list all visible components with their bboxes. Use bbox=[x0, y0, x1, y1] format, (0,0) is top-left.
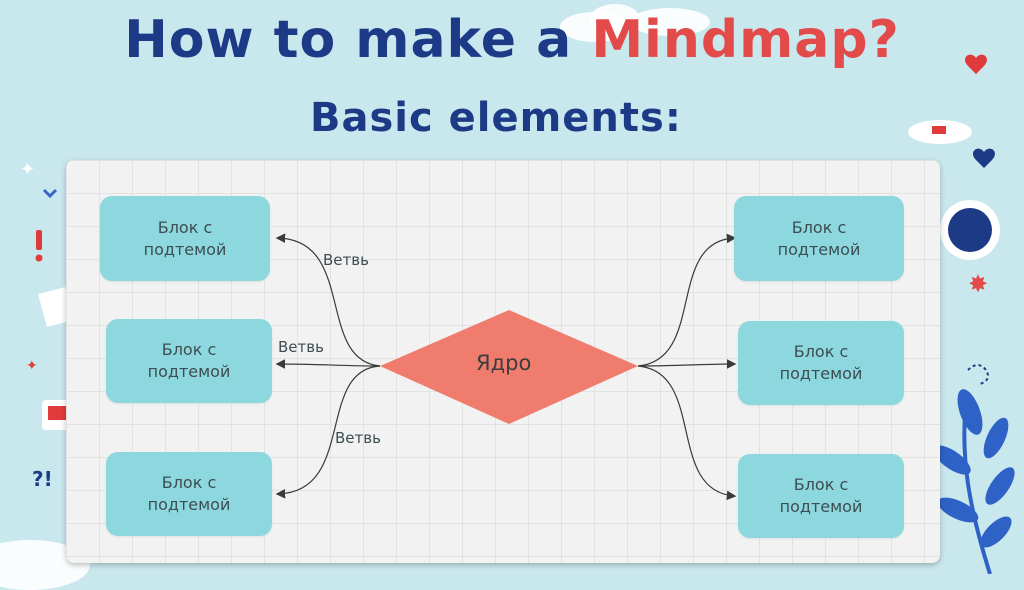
subtopic-block-right-bottom: Блок с подтемой bbox=[738, 454, 904, 538]
svg-text:?!: ?! bbox=[32, 467, 53, 491]
left-stickers-decoration: ✦ ✦ ?! bbox=[0, 150, 70, 550]
subtopic-block-left-middle: Блок с подтемой bbox=[106, 319, 272, 403]
mindmap-board: Ядро Ветвь Ветвь Ветвь Блок с подтемой Б… bbox=[66, 160, 940, 563]
core-label: Ядро bbox=[476, 351, 531, 375]
branch-label-bottom: Ветвь bbox=[335, 429, 381, 447]
subtopic-block-right-middle: Блок с подтемой bbox=[738, 321, 904, 405]
subtopic-block-left-bottom: Блок с подтемой bbox=[106, 452, 272, 536]
subtopic-block-left-top: Блок с подтемой bbox=[100, 196, 270, 281]
connector-left-middle bbox=[278, 364, 380, 366]
title-main: How to make a bbox=[124, 10, 572, 70]
svg-text:✦: ✦ bbox=[26, 358, 38, 374]
branch-label-top: Ветвь bbox=[323, 251, 369, 269]
page-title: How to make a Mindmap? bbox=[0, 10, 1024, 70]
branch-label-middle: Ветвь bbox=[278, 338, 324, 356]
connector-right-top bbox=[638, 238, 734, 366]
connector-right-middle bbox=[638, 364, 734, 366]
svg-text:✸: ✸ bbox=[968, 270, 988, 298]
connector-right-bottom bbox=[638, 366, 734, 496]
title-accent: Mindmap? bbox=[591, 10, 899, 70]
svg-text:✦: ✦ bbox=[20, 159, 35, 180]
page-subtitle: Basic elements: bbox=[310, 95, 682, 141]
subtopic-block-right-top: Блок с подтемой bbox=[734, 196, 904, 281]
